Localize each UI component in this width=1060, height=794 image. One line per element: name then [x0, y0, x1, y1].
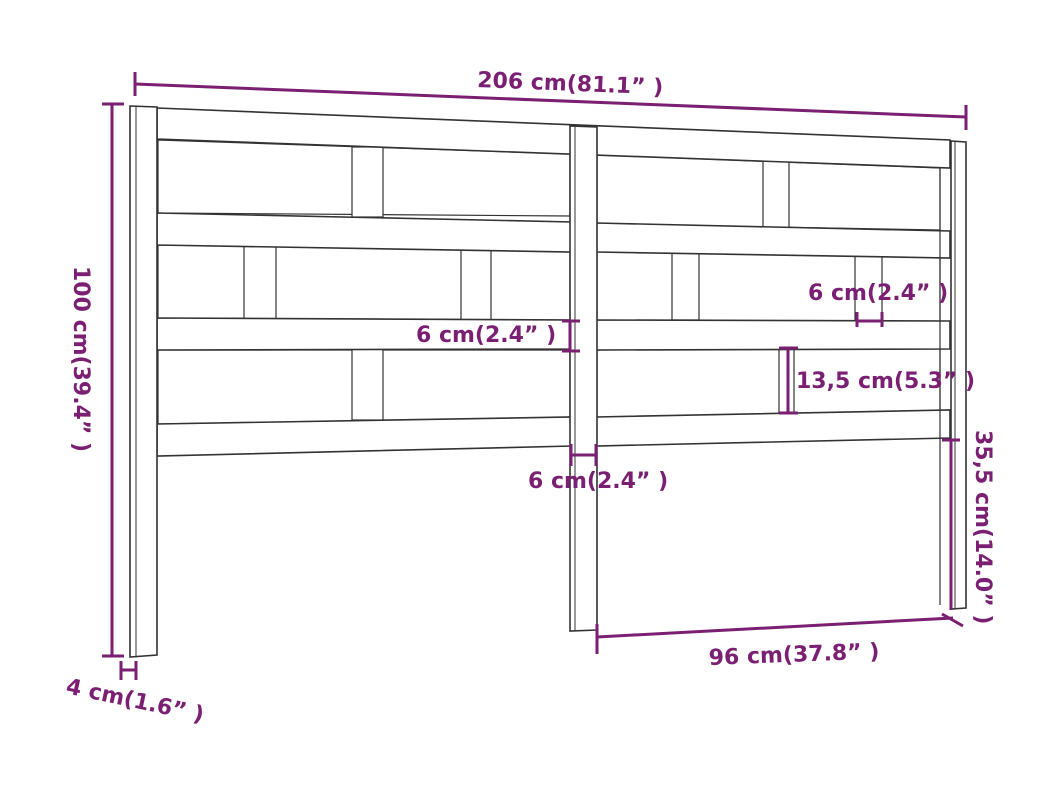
- width-dimension-line: [134, 82, 967, 119]
- rail-2-left: [156, 212, 573, 253]
- slat: [460, 248, 492, 321]
- left-post: [129, 105, 158, 658]
- leg-height-label: 35,5 cm(14.0” ): [970, 430, 995, 624]
- post-width-label: 4 cm(1.6” ): [64, 674, 206, 728]
- slat: [762, 159, 790, 229]
- bottom-rail-left: [156, 416, 573, 457]
- total-width-label: 206 cm(81.1” ): [477, 68, 664, 100]
- center-post: [569, 125, 598, 632]
- panel-width-dimension-line: [596, 616, 954, 639]
- slat: [671, 251, 700, 321]
- slat: [351, 348, 384, 421]
- panel-width-label: 96 cm(37.8” ): [708, 639, 880, 671]
- rail-thickness-label: 6 cm(2.4” ): [416, 323, 556, 348]
- dimension-labels: 206 cm(81.1” ) 100 cm(39.4” ) 4 cm(1.6” …: [64, 68, 995, 728]
- slat-gap-label: 13,5 cm(5.3” ): [796, 369, 975, 394]
- slat-width-label: 6 cm(2.4” ): [808, 281, 948, 306]
- back-board-2-left: [157, 244, 571, 321]
- slat: [243, 244, 277, 320]
- rail-3-right: [595, 319, 951, 351]
- slat: [854, 254, 883, 322]
- headboard-drawing: [129, 105, 967, 658]
- bottom-rail-right: [595, 409, 951, 447]
- center-post-label: 6 cm(2.4” ): [528, 469, 668, 494]
- total-height-label: 100 cm(39.4” ): [68, 266, 93, 452]
- dimension-lines: [102, 72, 968, 680]
- slat: [351, 146, 384, 218]
